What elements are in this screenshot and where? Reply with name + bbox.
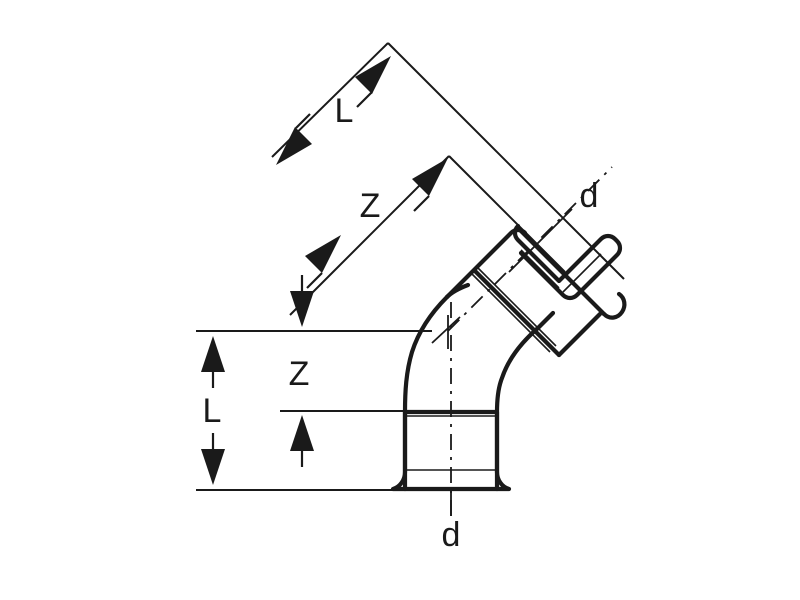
l-upper-arrow-top: [355, 56, 391, 108]
l-lower-label: L: [203, 392, 222, 430]
angled-centre-axis: [447, 166, 613, 332]
angled-socket-collar: [512, 223, 623, 301]
z-upper-arrowtail-bottom: [306, 272, 323, 289]
angled-socket-inner-line-a: [477, 267, 557, 347]
angled-socket-tube-upper-edge: [515, 225, 607, 317]
z-lower-dimension: [290, 275, 314, 467]
lower-vertical-dimensions: L Z: [196, 275, 432, 491]
angled-socket-shoulder: [556, 311, 603, 358]
l-lower-arrowhead-top: [201, 336, 225, 372]
angled-socket-bead-line: [562, 253, 602, 293]
l-upper-arrowhead-top: [355, 56, 391, 94]
l-lower-arrowhead-bottom: [201, 449, 225, 485]
z-upper-arrowtail-top: [413, 195, 430, 212]
angled-branch-lower-wall: [535, 310, 556, 331]
d-upper-leader-line: [508, 208, 573, 273]
d-upper-label: d: [580, 177, 599, 215]
z-upper-arrow-bottom: [305, 235, 341, 289]
z-upper-label: Z: [360, 187, 381, 225]
upper-diagonal-dimensions: L Z: [271, 42, 625, 316]
centre-intersection-marks: [431, 315, 461, 349]
elbow-bend-inner: [444, 282, 471, 300]
angled-socket-inner-line-b: [471, 273, 551, 353]
z-upper-extension-line-inner: [448, 155, 566, 273]
centre-axes-group: [447, 166, 613, 518]
diameter-callouts: d d: [442, 177, 599, 554]
z-lower-arrowhead-bottom: [290, 415, 314, 451]
l-upper-arrowtail-top: [356, 91, 373, 108]
z-lower-arrowhead-top: [290, 291, 314, 327]
fitting-body-group: [390, 223, 627, 492]
l-upper-arrowtail-bottom: [295, 113, 311, 129]
l-lower-dimension: [201, 336, 225, 485]
angled-socket-end-cap: [601, 291, 627, 320]
vertical-branch-left-wall: [402, 294, 450, 492]
z-upper-arrowhead-top: [412, 158, 448, 196]
centre-tick-a: [431, 316, 461, 344]
l-upper-arrowhead-bottom: [276, 127, 312, 165]
l-upper-label: L: [335, 92, 354, 130]
l-upper-arrow-bottom: [276, 113, 312, 165]
d-lower-label: d: [442, 516, 461, 554]
angled-socket-mouth-line: [520, 249, 560, 289]
z-lower-label: Z: [289, 355, 310, 393]
vertical-branch-right-wall: [494, 325, 541, 492]
l-upper-extension-line-outer: [387, 42, 625, 280]
z-upper-arrow-top: [412, 158, 448, 212]
angled-socket-tube-lower-edge: [472, 268, 562, 358]
bottom-socket-collar: [390, 409, 512, 492]
z-upper-arrowhead-bottom: [305, 235, 341, 273]
